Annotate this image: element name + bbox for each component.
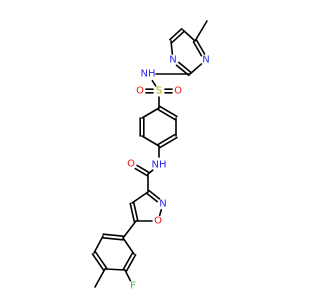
double-bond-c1-c2-b [102, 236, 124, 241]
isoxazole-oxygen-atom: O [154, 216, 162, 227]
single-bond-c4-me2 [94, 268, 106, 288]
fluorine-atom: F [130, 281, 136, 292]
double-bond-p2-pn1-a [177, 61, 192, 74]
double-bond-c5-c6-b [122, 252, 134, 270]
double-bond-p4-pn3-a [192, 41, 203, 57]
single-bond-pn3-p2 [189, 63, 203, 75]
single-bond-c2-c3 [93, 235, 104, 254]
double-bond-i3-in2-a [146, 192, 158, 203]
single-bond-nh2-cC [147, 169, 154, 175]
pyrimidine-n3-atom: N [202, 55, 209, 66]
double-bond-c1-c2-a [102, 233, 124, 238]
double-bond-b3-b4-a [157, 133, 176, 146]
sulfonyl-oxygen-right-atom: O [174, 86, 182, 97]
carbonyl-oxygen-atom: O [127, 159, 135, 170]
amide-nh-atom: NH [152, 160, 167, 171]
single-bond-in2-io1 [158, 208, 163, 217]
double-bond-p4-pn3-b [195, 39, 206, 55]
single-bond-c5-f [124, 269, 132, 282]
single-bond-c4-c5 [104, 268, 126, 271]
double-bond-p6-p5-a [171, 30, 186, 44]
single-bond-c6-c1 [122, 237, 135, 255]
single-bond-pn1-p6 [170, 40, 174, 55]
double-bond-c3-c4-a [91, 253, 105, 271]
single-bond-me1-p4 [194, 20, 208, 42]
single-bond-p5-p4 [182, 29, 196, 42]
double-bond-i5-i4-b [129, 202, 136, 223]
bond-layer [91, 20, 208, 288]
double-bond-c3-c4-b [94, 251, 108, 269]
sulfonyl-oxygen-left-atom: O [136, 86, 144, 97]
double-bond-c5-c6-a [125, 254, 137, 272]
isoxazole-nitrogen-atom: N [159, 199, 166, 210]
double-bond-b3-b4-b [159, 136, 178, 149]
single-bond-nh1-s [151, 79, 157, 87]
double-bond-p6-p5-b [168, 27, 183, 41]
single-bond-b6-b1 [141, 107, 160, 119]
single-bond-b4-b5 [141, 135, 160, 147]
single-bond-i4-i3 [131, 191, 149, 204]
double-bond-i3-in2-b [148, 189, 161, 200]
sulfonyl-sulfur-atom: S [156, 86, 162, 97]
double-bond-b1-b2-b [159, 105, 178, 118]
double-bond-cC-oC-a [136, 164, 150, 174]
double-bond-i5-i4-a [132, 201, 139, 222]
double-bond-b1-b2-a [157, 108, 176, 121]
canvas-background [0, 0, 300, 300]
sulfonamide-nh-atom: NH [141, 69, 156, 80]
single-bond-i5-c1 [122, 220, 137, 239]
pyrimidine-n1-atom: N [169, 55, 176, 66]
double-bond-cC-oC-b [134, 167, 148, 177]
